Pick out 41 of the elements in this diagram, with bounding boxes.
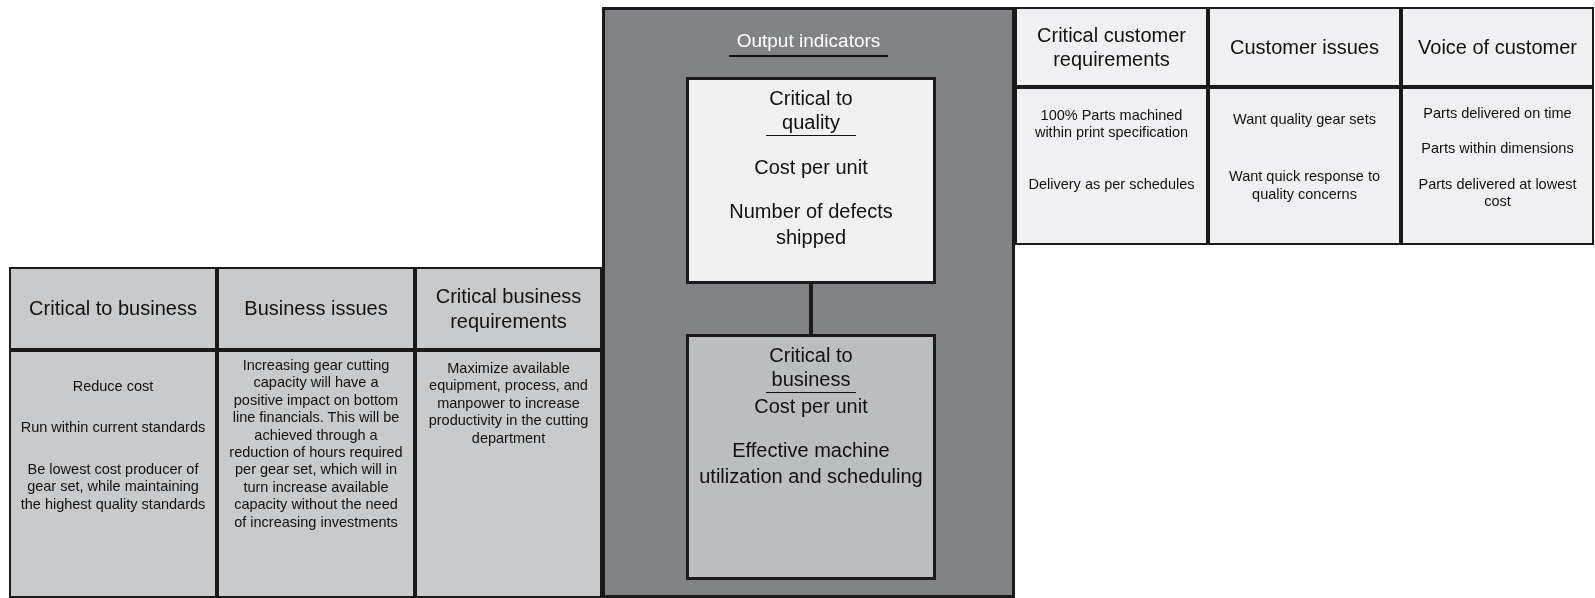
table-cell — [9, 350, 217, 598]
column-header — [1015, 7, 1208, 87]
box-text: Effective machine utilization and scheduling — [699, 437, 923, 489]
header-text: Business issues — [244, 296, 388, 321]
cell-text: Parts delivered on time — [1423, 105, 1572, 123]
cell-text: Parts delivered at lowest cost — [1417, 175, 1578, 211]
header-text: Voice of customer — [1418, 34, 1577, 60]
box-heading: Critical to quality — [766, 86, 856, 136]
table-cell — [1015, 87, 1208, 245]
cell-text: Want quick response to quality concerns — [1228, 168, 1381, 204]
cell-text: Want quality gear sets — [1233, 111, 1376, 129]
box-heading: Critical to business — [766, 343, 856, 393]
cell-text: 100% Parts machined within print specification — [1033, 107, 1190, 142]
header-text: Critical customer requirements — [1036, 22, 1187, 72]
cell-text: Increasing gear cutting capacity will have a positive impact on bottom line financials. This will be achieved through a reduction of hours required per gear set, which will in turn increase available capacity without the need of increasing investments — [228, 357, 404, 531]
cell-text: Reduce cost — [72, 378, 154, 396]
cell-text: Maximize available equipment, process, and manpower to increase productivity in the cutting department — [427, 360, 590, 447]
cell-text: Parts within dimensions — [1421, 140, 1574, 158]
table-cell — [1208, 87, 1401, 245]
output-panel — [602, 7, 1015, 598]
cell-text: Run within current standards — [20, 419, 206, 437]
box-text: Cost per unit — [754, 154, 868, 180]
column-header — [217, 267, 415, 350]
header-text: Customer issues — [1230, 34, 1379, 60]
cell-text: Delivery as per schedules — [1028, 175, 1195, 194]
panel-heading: Output indicators — [728, 30, 889, 57]
header-text: Critical business requirements — [434, 284, 583, 333]
cell-text: Be lowest cost producer of gear set, while maintaining the highest quality standards — [19, 460, 207, 513]
table-cell — [415, 350, 602, 598]
table-cell — [217, 350, 415, 598]
box-text: Number of defects shipped — [728, 198, 894, 250]
table-cell — [1401, 87, 1594, 245]
column-header — [1208, 7, 1401, 87]
connector-line — [809, 284, 813, 334]
column-header — [415, 267, 602, 350]
column-header — [9, 267, 217, 350]
box-text: Cost per unit — [754, 393, 868, 419]
column-header — [1401, 7, 1594, 87]
indicator-box — [686, 77, 936, 284]
header-text: Critical to business — [29, 296, 197, 321]
indicator-box — [686, 334, 936, 580]
